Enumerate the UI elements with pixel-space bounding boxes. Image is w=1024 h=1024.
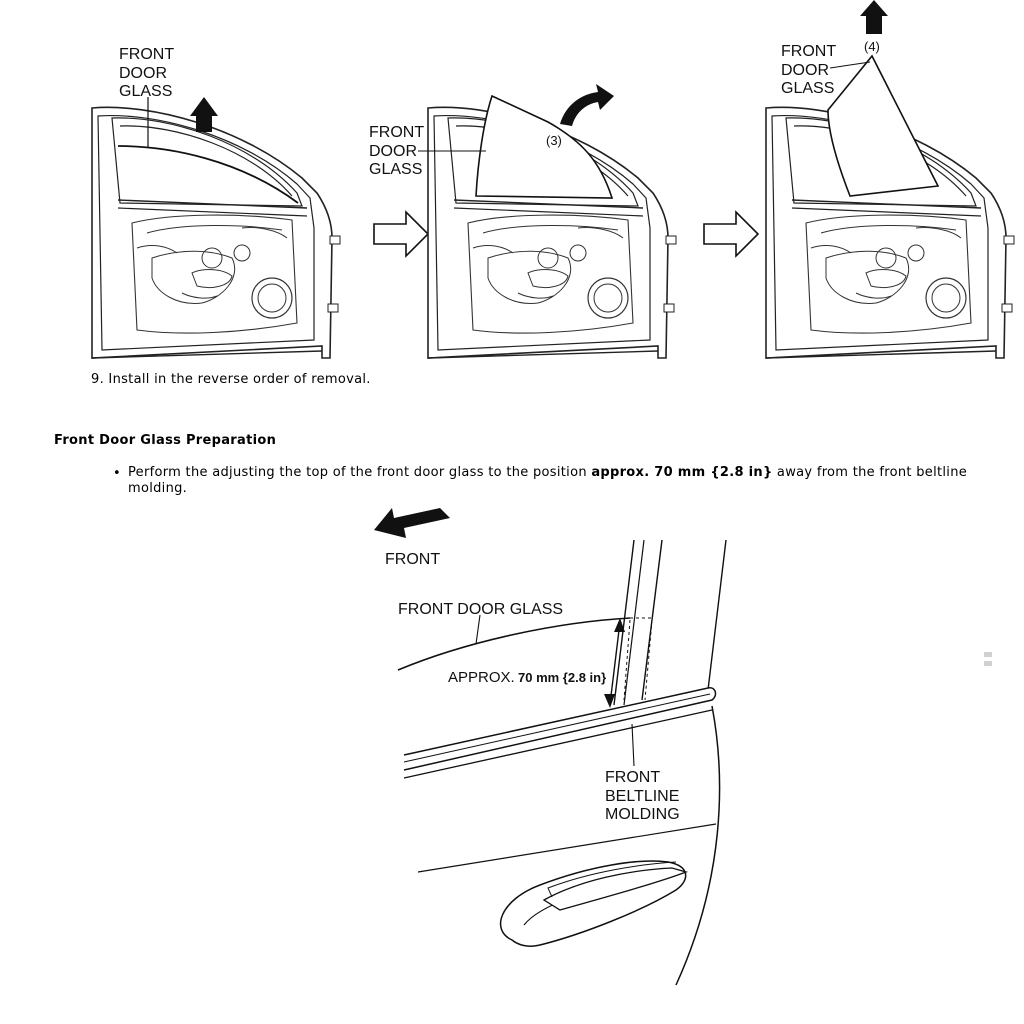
pillar-line [623, 539, 645, 706]
bullet-marker: • [113, 466, 121, 481]
door-panel-3 [765, 0, 1015, 359]
molding-label-line1: FRONT [605, 769, 660, 786]
glass-position-illustration: FRONT FRONT DOOR GLASS APPROX. 70 mm {2.… [374, 508, 727, 986]
scroll-indicator[interactable] [984, 652, 994, 670]
pillar-line [613, 539, 635, 706]
bullet-suffix: away from the front beltline molding. [128, 465, 968, 496]
glass-top-edge [397, 617, 631, 671]
door-panel-2 [418, 84, 677, 359]
panel3-label-line3: GLASS [781, 80, 834, 97]
bullet-instruction: Perform the adjusting the top of the fro… [128, 465, 968, 497]
molding-label-leader [631, 723, 635, 767]
glass-label: FRONT DOOR GLASS [398, 601, 563, 618]
panel2-label-line3: GLASS [369, 161, 422, 178]
curved-arrow-icon [560, 84, 614, 126]
label-leader [829, 61, 871, 69]
dimension-arrowhead-icon [614, 618, 625, 632]
tilted-glass [475, 94, 614, 199]
panel1-label-line3: GLASS [119, 83, 172, 100]
glass-dashed-extension [623, 619, 631, 701]
bullet-bold-spec: approx. 70 mm {2.8 in} [591, 465, 773, 480]
arrow-up-icon [860, 0, 888, 34]
bullet-prefix: Perform the adjusting the top of the fro… [128, 465, 592, 480]
molding-label-line3: MOLDING [605, 806, 680, 823]
door-handle [500, 860, 689, 947]
next-step-arrow-icon [703, 211, 759, 257]
door-upper-edge [403, 709, 713, 779]
beltline-molding-inner [403, 693, 711, 763]
step-9-text: 9. Install in the reverse order of remov… [91, 372, 371, 387]
glass-label-leader [475, 614, 481, 645]
molding-label-line2: BELTLINE [605, 788, 679, 805]
panel3-label-line2: DOOR [781, 62, 829, 79]
section-heading: Front Door Glass Preparation [54, 433, 277, 448]
beltline-molding [403, 687, 717, 771]
door-panel-1 [91, 97, 341, 359]
door-rear-edge [675, 705, 721, 986]
panel1-label-line1: FRONT [119, 46, 174, 63]
callout-4: (4) [864, 39, 880, 54]
dimension-arrowhead-icon [604, 694, 615, 708]
panel3-label-line1: FRONT [781, 43, 836, 60]
arrow-up-icon [190, 97, 218, 132]
next-step-arrow-icon [373, 211, 429, 257]
panel1-label-line2: DOOR [119, 65, 167, 82]
front-direction-arrow-icon [374, 508, 450, 538]
dimension-line [609, 621, 621, 705]
glass-dashed-extension [644, 619, 653, 701]
door-crease-line [417, 823, 717, 873]
glass-top-edge [117, 145, 299, 204]
removal-illustration: FRONT DOOR GLASS (3) FRONT DOOR GLASS (4… [91, 0, 1015, 359]
panel2-label-line1: FRONT [369, 124, 424, 141]
callout-3: (3) [546, 133, 562, 148]
dimension-value-label: 70 mm {2.8 in} [518, 670, 606, 685]
door-frame-line [707, 539, 727, 691]
dimension-approx-label: APPROX. [448, 669, 515, 686]
removed-glass [827, 54, 940, 197]
panel2-label-line2: DOOR [369, 143, 417, 160]
front-direction-label: FRONT [385, 551, 440, 568]
